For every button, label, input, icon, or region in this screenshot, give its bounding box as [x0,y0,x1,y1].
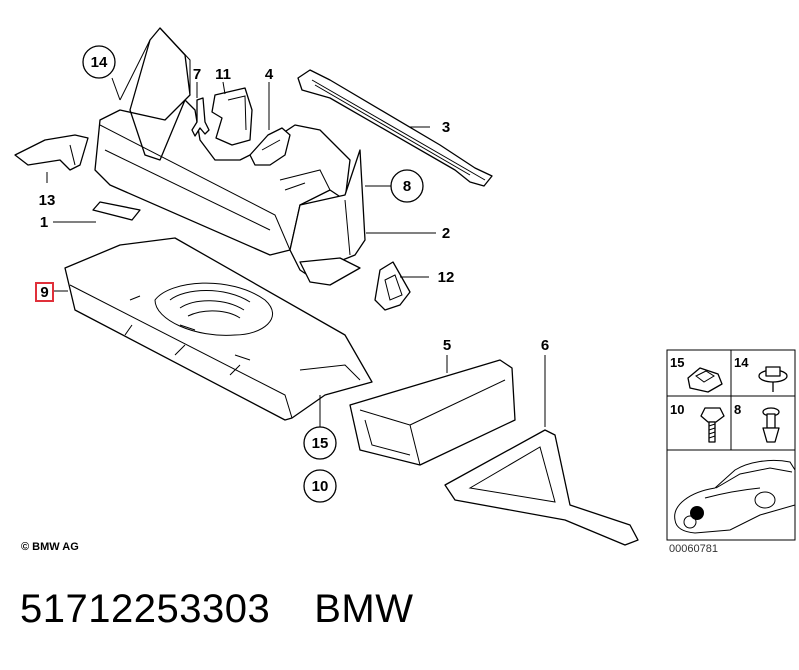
callout-2: 2 [442,225,450,242]
part-number: 51712253303 [20,587,271,631]
callout-15: 15 [312,435,329,452]
callout-6: 6 [541,337,549,354]
callout-13: 13 [39,192,56,209]
bracket-part-12 [374,261,411,311]
seal-strip-part-3 [297,69,493,187]
bracket-part-11 [211,87,253,146]
leader-lines [46,77,546,427]
air-duct-upper-part [94,27,366,286]
callout-labels: 14 7 11 4 3 13 1 8 2 9 12 5 6 15 10 [35,45,549,503]
brand-name: BMW [314,587,414,631]
callout-3: 3 [442,119,450,136]
bracket-part-13 [14,134,89,171]
clip-nut-icon [687,367,723,393]
hex-screw-icon [700,407,725,423]
inset-label-10: 10 [670,402,684,417]
inset-label-15: 15 [670,355,684,370]
callout-1: 1 [40,214,48,231]
inset-label-8: 8 [734,402,741,417]
diagram-number: 00060781 [669,543,718,555]
frame-part-6 [444,429,639,546]
footer-caption: 51712253303 BMW [20,587,413,632]
callout-circle-10 [303,469,337,503]
car-location-icon [674,459,796,534]
inset-label-14: 14 [734,355,749,370]
clip-part-7 [191,97,210,137]
callout-10: 10 [312,478,329,495]
air-duct-part-5 [349,359,516,466]
callout-5: 5 [443,337,451,354]
callout-4: 4 [265,66,274,83]
callout-circle-15 [303,426,337,460]
highlight-box-9 [35,282,54,302]
callout-9: 9 [40,284,48,301]
callout-circle-14 [82,45,116,79]
holder-part-4 [249,127,291,166]
callout-12: 12 [438,269,455,286]
parts-diagram: 14 7 11 4 3 13 1 8 2 9 12 5 6 15 10 15 1… [14,27,796,546]
location-marker [690,506,704,520]
callout-7: 7 [193,66,201,83]
copyright-notice: © BMW AG [21,541,79,553]
pad-part-1 [92,201,141,221]
air-duct-lower-part-9 [64,237,373,421]
callout-14: 14 [91,54,108,71]
callout-11: 11 [215,66,231,83]
callout-circle-8 [390,169,424,203]
callout-8: 8 [403,178,411,195]
fastener-inset: 15 14 10 8 [666,349,796,541]
